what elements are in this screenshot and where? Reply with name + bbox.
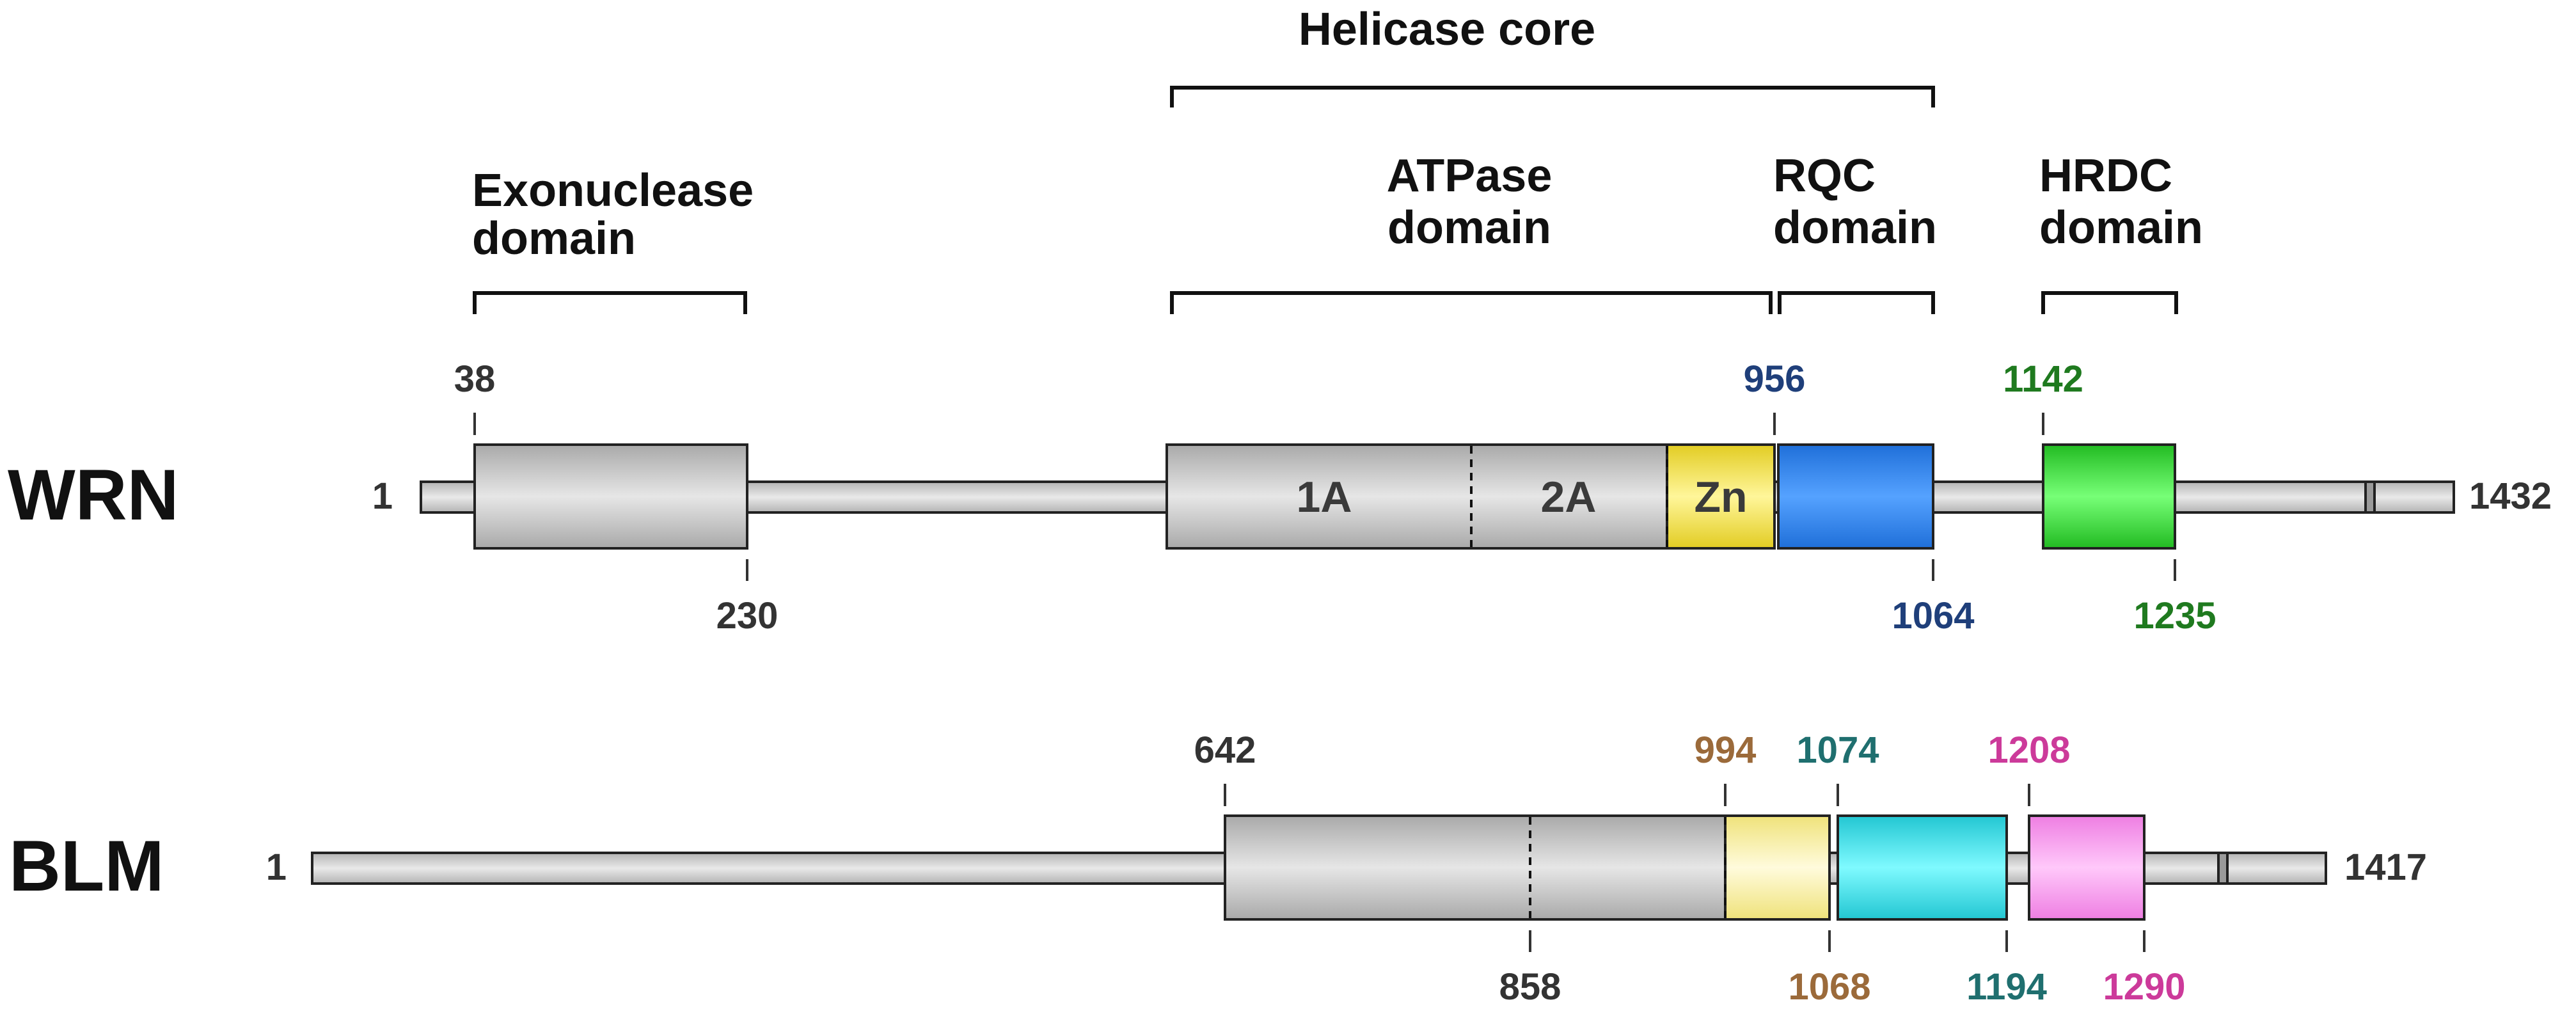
wrn-pos-230: 230 (716, 595, 778, 637)
helicase-core-bracket (1170, 86, 1935, 107)
blm-helicase-box (1224, 814, 1727, 921)
wrn-helicase-box (1166, 443, 1668, 550)
blm-rqc-box (1837, 814, 2008, 921)
blm-protein: BLM 1 1417 642 858 994 1068 1074 1194 12… (9, 729, 2427, 1008)
blm-pos-642: 642 (1194, 729, 1256, 771)
wrn-exonuclease-box (473, 443, 748, 550)
wrn-pos-956: 956 (1744, 358, 1806, 400)
rqc-label-line2: domain (1773, 202, 1937, 253)
wrn-zn-box (1666, 443, 1776, 550)
wrn-pos-1235: 1235 (2133, 595, 2216, 637)
helicase-core-title: Helicase core (1299, 4, 1595, 55)
blm-pos-1074: 1074 (1796, 729, 1879, 771)
wrn-start-label: 1 (372, 475, 393, 517)
blm-zn-box (1724, 814, 1831, 921)
wrn-protein: WRN 1 1432 1A 2A Zn 38 230 956 1064 1142… (8, 358, 2552, 637)
wrn-backbone-marker (2364, 480, 2376, 514)
exonuclease-label-line2: domain (472, 213, 636, 264)
blm-start-label: 1 (266, 846, 287, 888)
wrn-end-label: 1432 (2469, 475, 2552, 517)
hrdc-bracket (2041, 291, 2178, 314)
atpase-bracket (1170, 291, 1773, 314)
blm-pos-1290: 1290 (2103, 966, 2185, 1008)
blm-pos-1208: 1208 (1987, 729, 2070, 771)
wrn-hrdc-box (2042, 443, 2176, 550)
blm-end-label: 1417 (2344, 846, 2427, 888)
blm-pos-858: 858 (1499, 966, 1561, 1008)
wrn-2a-label: 2A (1541, 473, 1597, 521)
rqc-bracket (1778, 291, 1935, 314)
hrdc-label-line1: HRDC (2039, 150, 2172, 202)
wrn-zn-label: Zn (1694, 473, 1747, 521)
wrn-rqc-box (1777, 443, 1934, 550)
blm-pos-1068: 1068 (1788, 966, 1870, 1008)
wrn-pos-1142: 1142 (2003, 358, 2083, 400)
rqc-label-line1: RQC (1773, 150, 1876, 202)
exonuclease-label-line1: Exonuclease (472, 165, 754, 216)
wrn-1a-label: 1A (1297, 473, 1352, 521)
exonuclease-bracket (473, 291, 747, 314)
atpase-label-line2: domain (1387, 202, 1551, 253)
hrdc-label-line2: domain (2039, 202, 2203, 253)
atpase-label-line1: ATPase (1387, 150, 1553, 202)
wrn-pos-1064: 1064 (1892, 595, 1974, 637)
blm-backbone-marker (2217, 852, 2229, 885)
wrn-name-label: WRN (8, 455, 178, 535)
blm-hrdc-box (2028, 814, 2145, 921)
blm-name-label: BLM (9, 826, 164, 906)
wrn-pos-38: 38 (454, 358, 496, 400)
blm-pos-1194: 1194 (1966, 966, 2047, 1008)
blm-pos-994: 994 (1695, 729, 1757, 771)
